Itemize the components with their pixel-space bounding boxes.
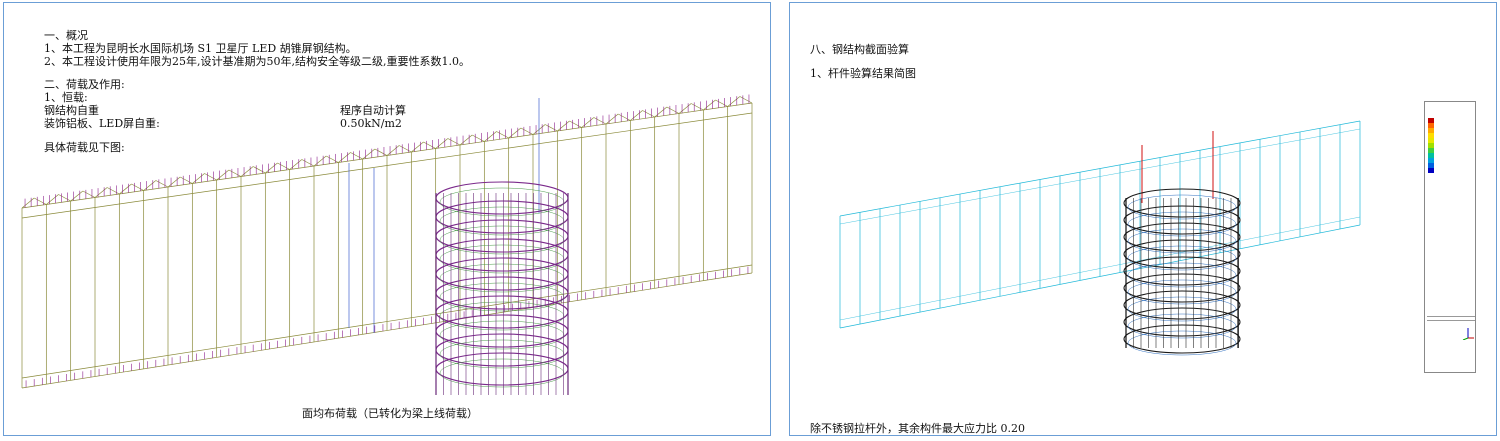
- stress-cylinder-cluster: [1123, 188, 1241, 356]
- stress-structure-model: [839, 120, 1361, 329]
- max-stress-ratio-note: 除不锈钢拉杆外，其余构件最大应力比 0.20: [810, 422, 1025, 435]
- right-document-page: 八、钢结构截面验算 1、杆件验算结果简图 除不锈钢拉杆外，其余构件最大应力比 0…: [789, 2, 1497, 436]
- legend-swatch: [1428, 163, 1434, 168]
- load-diagram-caption: 面均布荷载（已转化为梁上线荷载）: [302, 407, 478, 420]
- section-heading-steel-check: 八、钢结构截面验算: [810, 43, 909, 56]
- legend-row: [1428, 168, 1474, 173]
- section-heading-loads: 二、荷载及作用:: [44, 78, 125, 91]
- legend-row: [1428, 143, 1474, 148]
- stress-ratio-diagram: [839, 120, 1361, 356]
- legend-row: [1428, 163, 1474, 168]
- legend-row: [1428, 123, 1474, 128]
- legend-row: [1428, 118, 1474, 123]
- steel-self-weight-value: 程序自动计算: [340, 104, 406, 117]
- legend-swatch: [1428, 123, 1434, 128]
- legend-row: [1428, 158, 1474, 163]
- legend-swatch: [1428, 168, 1434, 173]
- panel-weight-label: 装饰铝板、LED屏自重:: [44, 117, 160, 130]
- legend-row: [1428, 148, 1474, 153]
- load-cylinder-cluster: [435, 181, 569, 395]
- legend-swatch: [1428, 148, 1434, 153]
- legend-swatch: [1428, 133, 1434, 138]
- legend-swatch: [1428, 128, 1434, 133]
- legend-footer: [1427, 314, 1475, 340]
- load-structure-model: [21, 96, 753, 389]
- section-heading-overview: 一、概况: [44, 29, 88, 42]
- overview-item-2: 2、本工程设计使用年限为25年,设计基准期为50年,结构安全等级二级,重要性系数…: [44, 55, 470, 68]
- left-document-page: 一、概况 1、本工程为昆明长水国际机场 S1 卫星厅 LED 胡锥屏钢结构。 2…: [3, 2, 771, 436]
- load-diagram: [21, 94, 753, 395]
- steel-self-weight-label: 钢结构自重: [44, 104, 99, 117]
- legend-swatch: [1428, 158, 1434, 163]
- member-check-heading: 1、杆件验算结果简图: [810, 67, 916, 80]
- legend-row: [1428, 153, 1474, 158]
- load-diagram-intro: 具体荷载见下图:: [44, 141, 125, 154]
- legend-swatch: [1428, 143, 1434, 148]
- legend-swatch: [1428, 118, 1434, 123]
- legend-swatch: [1428, 153, 1434, 158]
- dead-load-heading: 1、恒载:: [44, 91, 88, 104]
- axis-triad-icon: [1462, 328, 1474, 340]
- overview-item-1: 1、本工程为昆明长水国际机场 S1 卫星厅 LED 胡锥屏钢结构。: [44, 42, 357, 55]
- legend-swatch: [1428, 138, 1434, 143]
- legend-row: [1428, 138, 1474, 143]
- stress-ratio-legend: [1424, 101, 1476, 373]
- panel-weight-value: 0.50kN/m2: [340, 117, 402, 130]
- legend-row: [1428, 133, 1474, 138]
- legend-color-scale: [1428, 118, 1474, 173]
- legend-row: [1428, 128, 1474, 133]
- load-arrows: [24, 94, 750, 388]
